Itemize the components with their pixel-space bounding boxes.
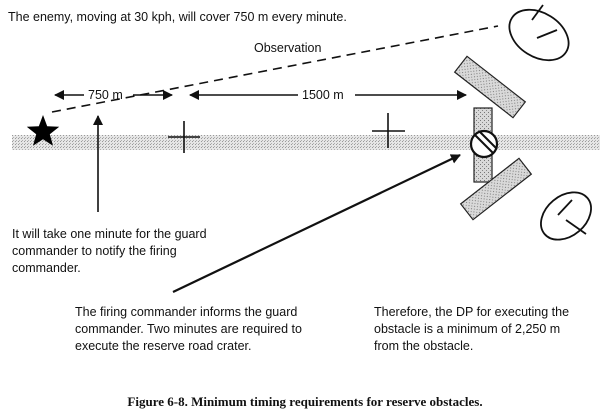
note-guard-line: commander to notify the firing [12, 244, 177, 258]
cross-icon [372, 113, 405, 148]
obstacle-block-lower [459, 157, 533, 221]
observer-icon [508, 4, 570, 62]
obstacle-block-upper [453, 55, 527, 119]
note-firing-line: commander. Two minutes are required to [75, 322, 302, 336]
observer-icon [540, 191, 592, 241]
distance-label-1500: 1500 m [302, 88, 344, 102]
note-guard-line: commander. [12, 261, 81, 275]
road [12, 135, 600, 150]
observation-line [51, 25, 499, 113]
note-firing-line: The firing commander informs the guard [75, 305, 298, 319]
note-firing-commander: The firing commander informs the guard c… [75, 304, 302, 355]
note-firing-line: execute the reserve road crater. [75, 339, 252, 353]
observation-label: Observation [254, 41, 321, 55]
note-guard-line: It will take one minute for the guard [12, 227, 207, 241]
header-text: The enemy, moving at 30 kph, will cover … [8, 10, 347, 24]
star-icon [26, 115, 60, 146]
note-guard-notify: It will take one minute for the guard co… [12, 226, 207, 277]
note-dp-line: Therefore, the DP for executing the [374, 305, 570, 319]
firing-inform-arrow [172, 154, 461, 293]
note-decision-point: Therefore, the DP for executing the obst… [374, 304, 569, 355]
distance-label-750: 750 m [88, 88, 123, 102]
figure-caption: Figure 6-8. Minimum timing requirements … [127, 394, 483, 409]
note-dp-line: from the obstacle. [374, 339, 474, 353]
cross-icon [168, 121, 200, 153]
note-dp-line: obstacle is a minimum of 2,250 m [374, 322, 561, 336]
crater-icon [469, 129, 499, 159]
